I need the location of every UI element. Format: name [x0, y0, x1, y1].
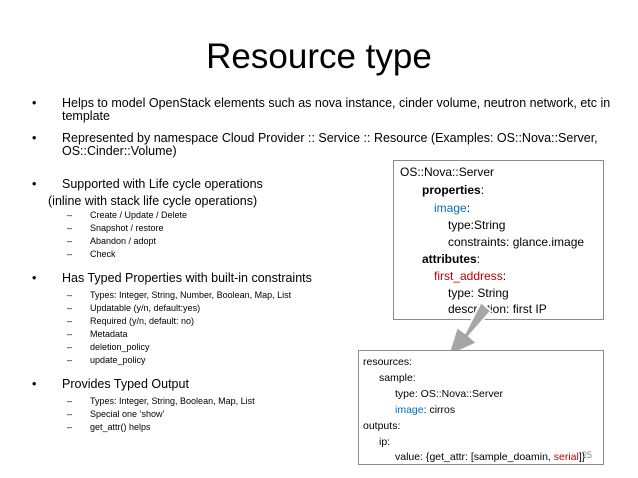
- bullet-dot: •: [32, 177, 37, 191]
- sample-key: sample:: [379, 372, 416, 384]
- template-snippet-box: resources: sample: type: OS::Nova::Serve…: [358, 350, 604, 465]
- sub-bullet-text: Metadata: [90, 329, 128, 339]
- attributes-key: attributes:: [422, 252, 480, 267]
- value-prefix: value: {get_attr: [sample_doamin,: [395, 451, 554, 463]
- properties-key: properties:: [422, 183, 484, 198]
- down-arrow-icon: [447, 301, 492, 357]
- sub-bullet-text: Types: Integer, String, Number, Boolean,…: [90, 290, 292, 300]
- image-type: type:String: [448, 218, 506, 232]
- first-address-type: type: String: [448, 286, 509, 300]
- first-address-key: first_address:: [434, 269, 506, 284]
- sub-bullet-text: deletion_policy: [90, 342, 150, 352]
- image-label: image: [434, 201, 467, 215]
- resource-type-name: OS::Nova::Server: [400, 165, 495, 179]
- image-constraints: constraints: glance.image: [448, 235, 585, 249]
- bullet-lifecycle-note: (inline with stack life cycle operations…: [48, 194, 258, 208]
- sub-bullet-text: Snapshot / restore: [90, 223, 164, 233]
- colon: :: [480, 183, 485, 197]
- dash: –: [67, 316, 73, 326]
- slide-title: Resource type: [206, 37, 432, 76]
- ip-key: ip:: [379, 436, 391, 448]
- image-key: image:: [434, 201, 470, 216]
- sample-image: image: cirros: [395, 404, 455, 417]
- value-suffix: ]}: [578, 451, 586, 463]
- bullet-dot: •: [32, 131, 37, 145]
- attributes-label: attributes: [422, 252, 477, 266]
- resources-key: resources:: [363, 356, 413, 368]
- colon: :: [476, 252, 481, 266]
- dash: –: [67, 329, 73, 339]
- bullet-text: Represented by namespace Cloud Provider …: [62, 131, 598, 145]
- bullet-dot: •: [32, 271, 37, 285]
- dash: –: [67, 409, 73, 419]
- dash: –: [67, 422, 73, 432]
- first-address-label: first_address: [434, 269, 503, 283]
- sub-bullet-text: Types: Integer, String, Boolean, Map, Li…: [90, 396, 255, 406]
- bullet-text: Has Typed Properties with built-in const…: [62, 271, 312, 285]
- colon: :: [502, 269, 507, 283]
- colon: :: [466, 201, 471, 215]
- properties-label: properties: [422, 183, 481, 197]
- sub-bullet-text: update_policy: [90, 355, 146, 365]
- dash: –: [67, 223, 73, 233]
- image-label: image: [395, 404, 424, 416]
- dash: –: [67, 249, 73, 259]
- sub-bullet-text: Updatable (y/n, default:yes): [90, 303, 201, 313]
- dash: –: [67, 342, 73, 352]
- dash: –: [67, 303, 73, 313]
- bullet-dot: •: [32, 96, 37, 110]
- image-value: : cirros: [423, 404, 456, 416]
- bullet-text-cont: template: [62, 109, 110, 123]
- sub-bullet-text: Required (y/n, default: no): [90, 316, 195, 326]
- serial-attr: serial: [553, 451, 579, 463]
- bullet-dot: •: [32, 377, 37, 391]
- bullet-text-cont: OS::Cinder::Volume): [62, 144, 177, 158]
- bullet-text: Helps to model OpenStack elements such a…: [62, 96, 611, 110]
- page-number: 25: [582, 450, 593, 460]
- bullet-text: Supported with Life cycle operations: [62, 177, 263, 191]
- dash: –: [67, 355, 73, 365]
- dash: –: [67, 236, 73, 246]
- sub-bullet-text: Abandon / adopt: [90, 236, 157, 246]
- dash: –: [67, 290, 73, 300]
- bullet-text: Provides Typed Output: [62, 377, 189, 391]
- dash: –: [67, 210, 73, 220]
- dash: –: [67, 396, 73, 406]
- sub-bullet-text: Check: [90, 249, 116, 259]
- sub-bullet-text: Special one ‘show’: [90, 409, 165, 419]
- outputs-key: outputs:: [363, 420, 401, 432]
- sample-type: type: OS::Nova::Server: [395, 388, 503, 400]
- ip-value: value: {get_attr: [sample_doamin, serial…: [395, 451, 585, 464]
- sub-bullet-text: get_attr() helps: [90, 422, 151, 432]
- first-address-description: description: first IP: [448, 302, 547, 316]
- resource-definition-box: OS::Nova::Server properties: image: type…: [393, 160, 604, 320]
- sub-bullet-text: Create / Update / Delete: [90, 210, 188, 220]
